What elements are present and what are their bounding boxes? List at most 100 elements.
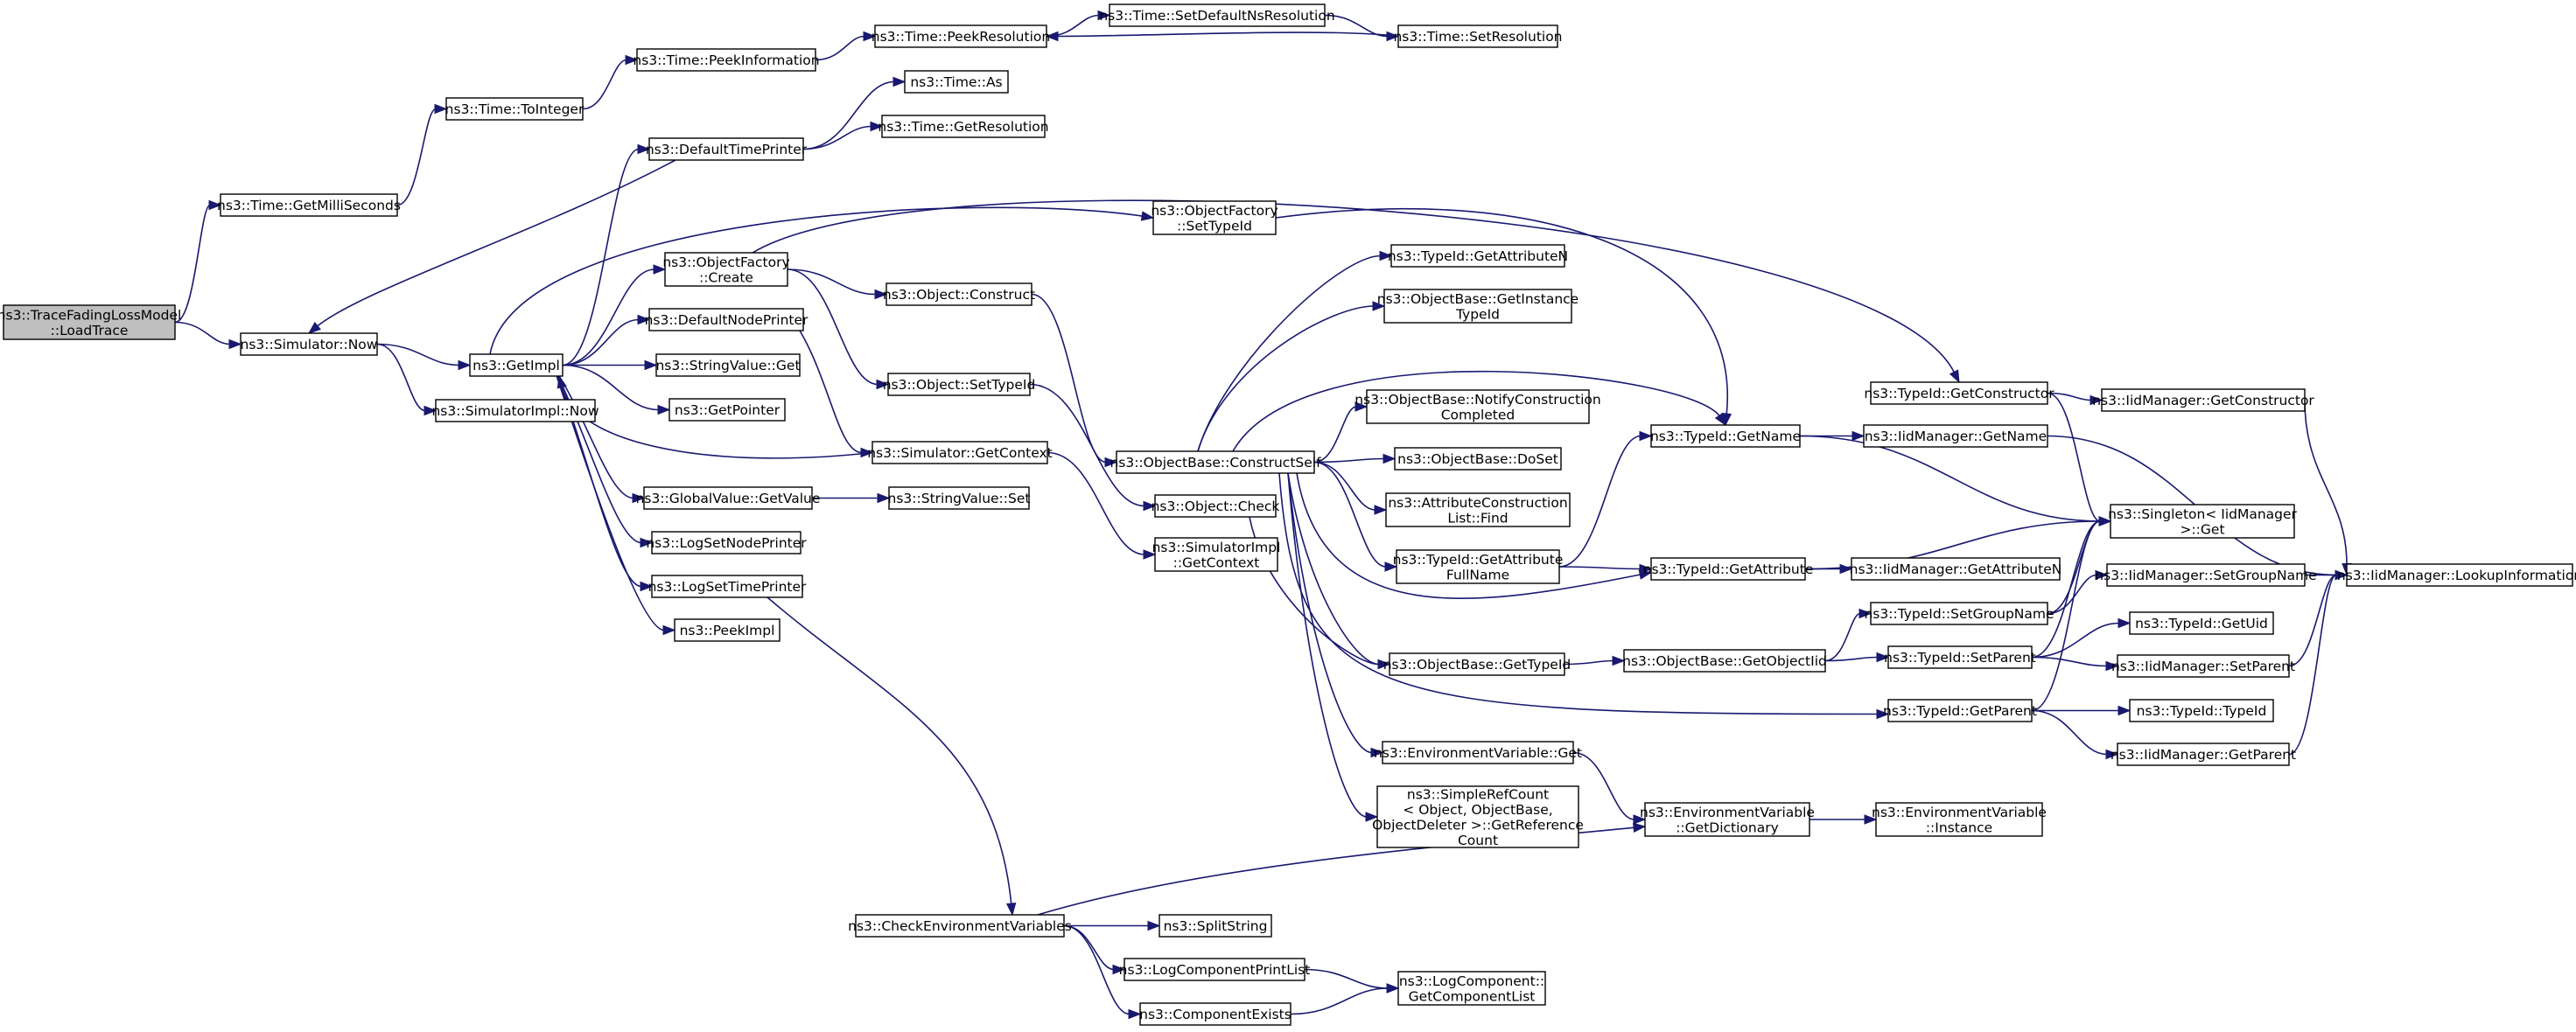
node-box	[435, 399, 596, 422]
node-string-value-get[interactable]: ns3::StringValue::Get	[655, 353, 801, 377]
node-tid-type-id[interactable]: ns3::TypeId::TypeId	[2129, 699, 2274, 722]
node-default-node-printer[interactable]: ns3::DefaultNodePrinter	[645, 308, 808, 331]
node-log-set-node-printer[interactable]: ns3::LogSetNodePrinter	[646, 531, 807, 554]
node-get-pointer[interactable]: ns3::GetPointer	[668, 398, 786, 422]
node-peek-resolution[interactable]: ns3::Time::PeekResolution	[872, 24, 1050, 48]
node-ob-notify[interactable]: ns3::ObjectBase::NotifyConstructionCompl…	[1354, 389, 1601, 424]
edge-obGetObjectIid-to-tidSetGroupName	[1824, 608, 1872, 662]
edge-getImpl-to-getPointer	[562, 364, 671, 415]
node-get-impl[interactable]: ns3::GetImpl	[469, 353, 564, 377]
node-box	[1870, 381, 2048, 405]
node-tid-set-parent[interactable]: ns3::TypeId::SetParent	[1884, 645, 2036, 669]
node-of-create[interactable]: ns3::ObjectFactory::Create	[662, 252, 790, 287]
node-global-value-get[interactable]: ns3::GlobalValue::GetValue	[636, 486, 821, 510]
edge-line	[174, 321, 231, 345]
edge-line	[2031, 520, 2101, 659]
node-default-time-printer[interactable]: ns3::DefaultTimePrinter	[646, 137, 808, 161]
node-set-resolution[interactable]: ns3::Time::SetResolution	[1393, 24, 1563, 48]
node-iid-set-parent[interactable]: ns3::IidManager::SetParent	[2111, 654, 2295, 678]
node-label: ObjectDeleter >::GetReference	[1372, 817, 1584, 833]
node-construct-self[interactable]: ns3::ObjectBase::ConstructSelf	[1110, 450, 1321, 474]
node-peek-impl[interactable]: ns3::PeekImpl	[674, 618, 780, 642]
node-check-env[interactable]: ns3::CheckEnvironmentVariables	[848, 914, 1072, 938]
node-env-instance[interactable]: ns3::EnvironmentVariable::Instance	[1872, 802, 2047, 837]
node-tid-get-constructor[interactable]: ns3::TypeId::GetConstructor	[1864, 381, 2054, 405]
node-label: ns3::ObjectBase::GetObjectIid	[1622, 653, 1827, 669]
node-get-milli-seconds[interactable]: ns3::Time::GetMilliSeconds	[217, 193, 401, 217]
node-iid-get-attribute-n[interactable]: ns3::IidManager::GetAttributeN	[1850, 557, 2062, 581]
node-obj-set-type-id[interactable]: ns3::Object::SetTypeId	[883, 373, 1036, 396]
node-sim-now[interactable]: ns3::Simulator::Now	[240, 332, 378, 356]
node-log-set-time-printer[interactable]: ns3::LogSetTimePrinter	[648, 575, 807, 598]
node-label: ns3::Object::SetTypeId	[883, 377, 1036, 393]
edge-arrowhead	[625, 54, 639, 66]
edge-line	[2031, 709, 2108, 756]
edge-arrowhead	[1147, 920, 1161, 931]
node-tid-get-attribute[interactable]: ns3::TypeId::GetAttribute	[1643, 557, 1814, 581]
node-iid-get-constructor[interactable]: ns3::IidManager::GetConstructor	[2092, 388, 2314, 412]
node-tid-get-uid[interactable]: ns3::TypeId::GetUid	[2129, 611, 2274, 635]
node-iid-set-group-name[interactable]: ns3::IidManager::SetGroupName	[2095, 563, 2317, 587]
edge-line	[1046, 451, 1145, 555]
node-iid-get-name[interactable]: ns3::IidManager::GetName	[1863, 424, 2048, 448]
node-iid-lookup[interactable]: ns3::IidManager::LookupInformation	[2337, 563, 2576, 587]
node-label: ns3::LogSetTimePrinter	[648, 579, 807, 595]
edge-line	[553, 367, 642, 544]
node-box	[1376, 785, 1579, 848]
node-simple-ref-count[interactable]: ns3::SimpleRefCount< Object, ObjectBase,…	[1372, 785, 1584, 848]
node-env-get-dictionary[interactable]: ns3::EnvironmentVariable::GetDictionary	[1640, 802, 1815, 837]
node-log-component-print-list[interactable]: ns3::LogComponentPrintList	[1119, 958, 1311, 981]
node-singleton-get[interactable]: ns3::Singleton< IidManager>::Get	[2108, 504, 2298, 539]
node-obj-construct[interactable]: ns3::Object::Construct	[883, 282, 1035, 306]
node-label: ns3::ObjectBase::DoSet	[1397, 451, 1558, 467]
node-label: ns3::LogComponentPrintList	[1119, 962, 1311, 978]
edge-arrowhead	[2105, 660, 2119, 672]
node-box	[1394, 447, 1562, 471]
edge-objSetTypeId-to-objCheck	[1029, 383, 1157, 512]
node-sim-impl-get-context[interactable]: ns3::SimulatorImpl::GetContext	[1152, 537, 1281, 572]
node-split-string[interactable]: ns3::SplitString	[1158, 914, 1272, 938]
edge-constructSelf-to-tidGetAttributeN	[1197, 250, 1393, 452]
node-iid-get-parent[interactable]: ns3::IidManager::GetParent	[2110, 743, 2296, 766]
node-box	[1116, 450, 1315, 474]
node-box	[2129, 611, 2274, 635]
edge-arrowhead	[1852, 430, 1866, 442]
node-label: < Object, ObjectBase,	[1403, 802, 1552, 818]
node-env-get[interactable]: ns3::EnvironmentVariable::Get	[1374, 741, 1582, 764]
node-box	[1863, 424, 2048, 448]
node-sim-get-context[interactable]: ns3::Simulator::GetContext	[867, 441, 1053, 464]
node-string-value-set[interactable]: ns3::StringValue::Set	[888, 486, 1031, 510]
node-label: ns3::TypeId::SetGroupName	[1864, 606, 2054, 622]
edge-line	[316, 159, 676, 327]
node-tid-get-name[interactable]: ns3::TypeId::GetName	[1650, 424, 1801, 448]
node-ob-get-object-iid[interactable]: ns3::ObjectBase::GetObjectIid	[1622, 649, 1827, 673]
node-obj-check[interactable]: ns3::Object::Check	[1152, 494, 1280, 518]
edge-line	[2031, 520, 2101, 712]
node-sim-impl-now[interactable]: ns3::SimulatorImpl::Now	[431, 399, 599, 422]
node-root[interactable]: ns3::TraceFadingLossModel::LoadTrace	[0, 304, 181, 340]
node-time-as[interactable]: ns3::Time::As	[904, 70, 1009, 94]
edge-simGetContext-to-simImplGetContext	[1046, 451, 1157, 560]
edge-line	[1313, 461, 1376, 511]
edge-arrowhead	[434, 103, 448, 115]
node-time-get-resolution[interactable]: ns3::Time::GetResolution	[878, 115, 1049, 138]
node-ob-do-set[interactable]: ns3::ObjectBase::DoSet	[1394, 447, 1562, 471]
node-label: ns3::ObjectBase::NotifyConstruction	[1354, 392, 1600, 408]
node-component-exists[interactable]: ns3::ComponentExists	[1139, 1002, 1292, 1026]
node-label: ns3::EnvironmentVariable	[1872, 805, 2047, 820]
node-ob-get-type-id[interactable]: ns3::ObjectBase::GetTypeId	[1383, 652, 1572, 676]
node-box	[2117, 654, 2290, 678]
edge-checkEnv-to-splitString	[1063, 920, 1161, 931]
node-of-set-type-id[interactable]: ns3::ObjectFactory::SetTypeId	[1151, 200, 1278, 235]
node-tid-get-attribute-n[interactable]: ns3::TypeId::GetAttributeN	[1388, 244, 1568, 268]
node-peek-information[interactable]: ns3::Time::PeekInformation	[633, 48, 820, 72]
node-tid-set-group-name[interactable]: ns3::TypeId::SetGroupName	[1864, 602, 2054, 625]
node-box	[1397, 24, 1558, 48]
node-log-get-component-list[interactable]: ns3::LogComponent::GetComponentList	[1397, 971, 1546, 1006]
node-tid-get-parent[interactable]: ns3::TypeId::GetParent	[1883, 699, 2037, 722]
node-to-integer[interactable]: ns3::Time::ToInteger	[445, 97, 584, 121]
node-set-default-ns-resolution[interactable]: ns3::Time::SetDefaultNsResolution	[1099, 3, 1335, 27]
